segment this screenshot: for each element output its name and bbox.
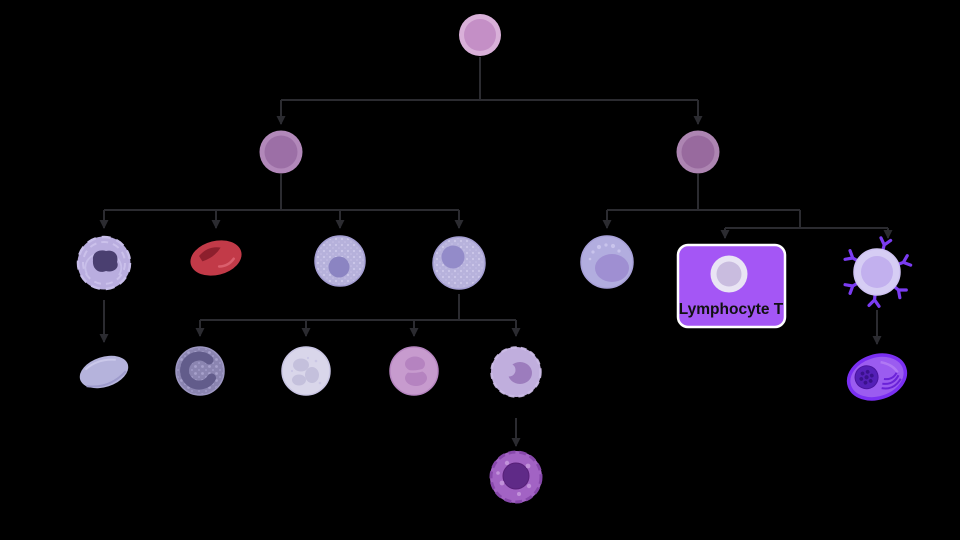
cell-nucleus — [292, 358, 319, 386]
cell-ruffle — [489, 450, 543, 504]
hematopoietic-stem-cell[interactable] — [459, 14, 501, 56]
connector-lines — [99, 57, 893, 447]
monocyte-cell[interactable] — [490, 346, 542, 398]
macrophage-cell[interactable] — [489, 450, 543, 504]
lymphocyte-t-card[interactable]: Lymphocyte T — [676, 243, 787, 329]
basophil-cell[interactable] — [175, 346, 225, 396]
plasma-cell[interactable] — [843, 348, 911, 406]
cell-nucleus — [180, 351, 216, 390]
cell-vesicles — [290, 356, 322, 385]
cell-nucleus — [92, 250, 118, 272]
cell-body — [464, 19, 496, 51]
cell-nucleus-chromatin — [859, 369, 874, 385]
megakaryocyte-cell[interactable] — [76, 235, 132, 291]
cell-ruffle-outer — [76, 235, 132, 291]
card-label: Lymphocyte T — [679, 301, 784, 318]
cell-highlight — [880, 360, 899, 374]
nk-cell[interactable] — [580, 235, 634, 289]
cell-body — [716, 261, 742, 287]
t-lymphocyte-cell — [710, 255, 748, 293]
cell-nucleus-cleft — [405, 367, 427, 373]
cell-ruffle — [490, 346, 542, 398]
erythrocyte-cell[interactable] — [187, 235, 246, 281]
cell-ruffle-inner — [82, 241, 126, 285]
cell-concave-center — [199, 247, 221, 262]
lymphoid-progenitor-cell[interactable] — [676, 130, 720, 174]
myeloid-progenitor-cell[interactable] — [259, 130, 303, 174]
cell-nucleus — [595, 254, 629, 282]
platelet-cell[interactable] — [76, 350, 133, 394]
cell-nucleus — [861, 256, 893, 288]
cell-nucleus-notch — [502, 363, 516, 377]
cell-nucleus — [405, 356, 427, 386]
b-lymphocyte-cell[interactable] — [843, 236, 913, 308]
cell-nucleus — [328, 256, 350, 278]
cell-er-lines — [881, 372, 902, 390]
cell-nucleus — [502, 462, 530, 490]
cell-body — [264, 135, 298, 169]
cell-vesicles — [496, 460, 532, 496]
cell-vesicles — [588, 243, 621, 261]
cell-nucleus — [441, 245, 465, 269]
cell-shadow — [86, 370, 127, 388]
myeloblast-cell[interactable] — [432, 236, 486, 290]
neutrophil-cell[interactable] — [281, 346, 331, 396]
cell-body — [190, 240, 242, 276]
mast-cell[interactable] — [314, 235, 366, 287]
cell-body — [681, 135, 715, 169]
cell-highlight — [84, 358, 116, 371]
cell-highlight — [217, 257, 235, 268]
eosinophil-cell[interactable] — [389, 346, 439, 396]
